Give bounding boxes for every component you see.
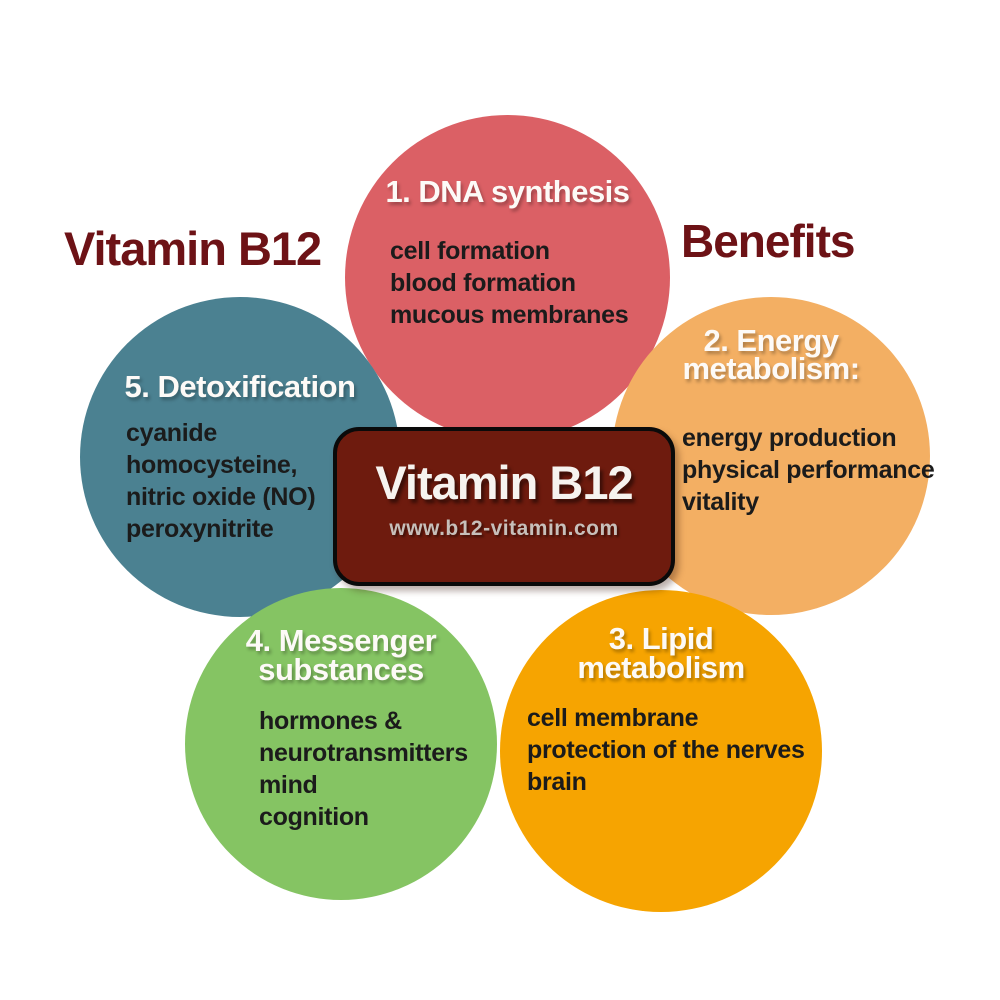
item-line: homocysteine, [126, 451, 298, 479]
title-line: 2. Energy [703, 323, 839, 358]
page-title-vitamin-b12: Vitamin B12 [64, 222, 322, 275]
item-line: nitric oxide (NO) [126, 483, 316, 511]
circle-lipid-metabolism-items: cell membrane protection of the nerves b… [527, 702, 805, 798]
item-line: blood formation [390, 269, 576, 297]
circle-energy-metabolism-title: 2. Energy metabolism: [612, 323, 930, 386]
title-line: 1. DNA synthesis [385, 174, 630, 209]
item-line: physical performance [682, 456, 935, 484]
circle-messenger-substances: 4. Messenger substances hormones & neuro… [185, 588, 497, 900]
item-line: energy production [682, 424, 897, 452]
circle-lipid-metabolism-title: 3. Lipid metabolism [500, 621, 822, 685]
circle-messenger-substances-title: 4. Messenger substances [185, 623, 497, 687]
item-line: hormones & [259, 707, 402, 735]
item-line: peroxynitrite [126, 515, 274, 543]
title-line: substances [258, 652, 424, 687]
page-title-benefits: Benefits [681, 215, 855, 267]
item-line: mind [259, 771, 318, 799]
item-line: cell formation [390, 237, 550, 265]
circle-dna-synthesis-title: 1. DNA synthesis [345, 174, 670, 209]
title-line: metabolism [577, 650, 745, 685]
item-line: cell membrane [527, 704, 699, 732]
circle-messenger-substances-items: hormones & neurotransmitters mind cognit… [259, 705, 468, 833]
item-line: cyanide [126, 419, 218, 447]
item-line: protection of the nerves [527, 736, 805, 764]
circle-dna-synthesis: 1. DNA synthesis cell formation blood fo… [345, 115, 670, 440]
item-line: vitality [682, 488, 759, 516]
circle-lipid-metabolism: 3. Lipid metabolism cell membrane protec… [500, 590, 822, 912]
item-line: cognition [259, 803, 369, 831]
title-line: 5. Detoxification [124, 369, 356, 404]
center-box: Vitamin B12 www.b12-vitamin.com [333, 427, 675, 586]
circle-detoxification-title: 5. Detoxification [80, 369, 400, 404]
circle-energy-metabolism-items: energy production physical performance v… [682, 422, 935, 518]
title-line: 3. Lipid [608, 621, 714, 656]
item-line: brain [527, 768, 587, 796]
item-line: neurotransmitters [259, 739, 468, 767]
circle-dna-synthesis-items: cell formation blood formation mucous me… [390, 235, 629, 331]
title-line: metabolism: [682, 351, 860, 386]
circle-detoxification-items: cyanide homocysteine, nitric oxide (NO) … [126, 417, 316, 545]
item-line: mucous membranes [390, 301, 629, 329]
center-box-title: Vitamin B12 [375, 456, 633, 509]
center-box-website-url: www.b12-vitamin.com [389, 517, 619, 540]
title-line: 4. Messenger [245, 623, 437, 658]
